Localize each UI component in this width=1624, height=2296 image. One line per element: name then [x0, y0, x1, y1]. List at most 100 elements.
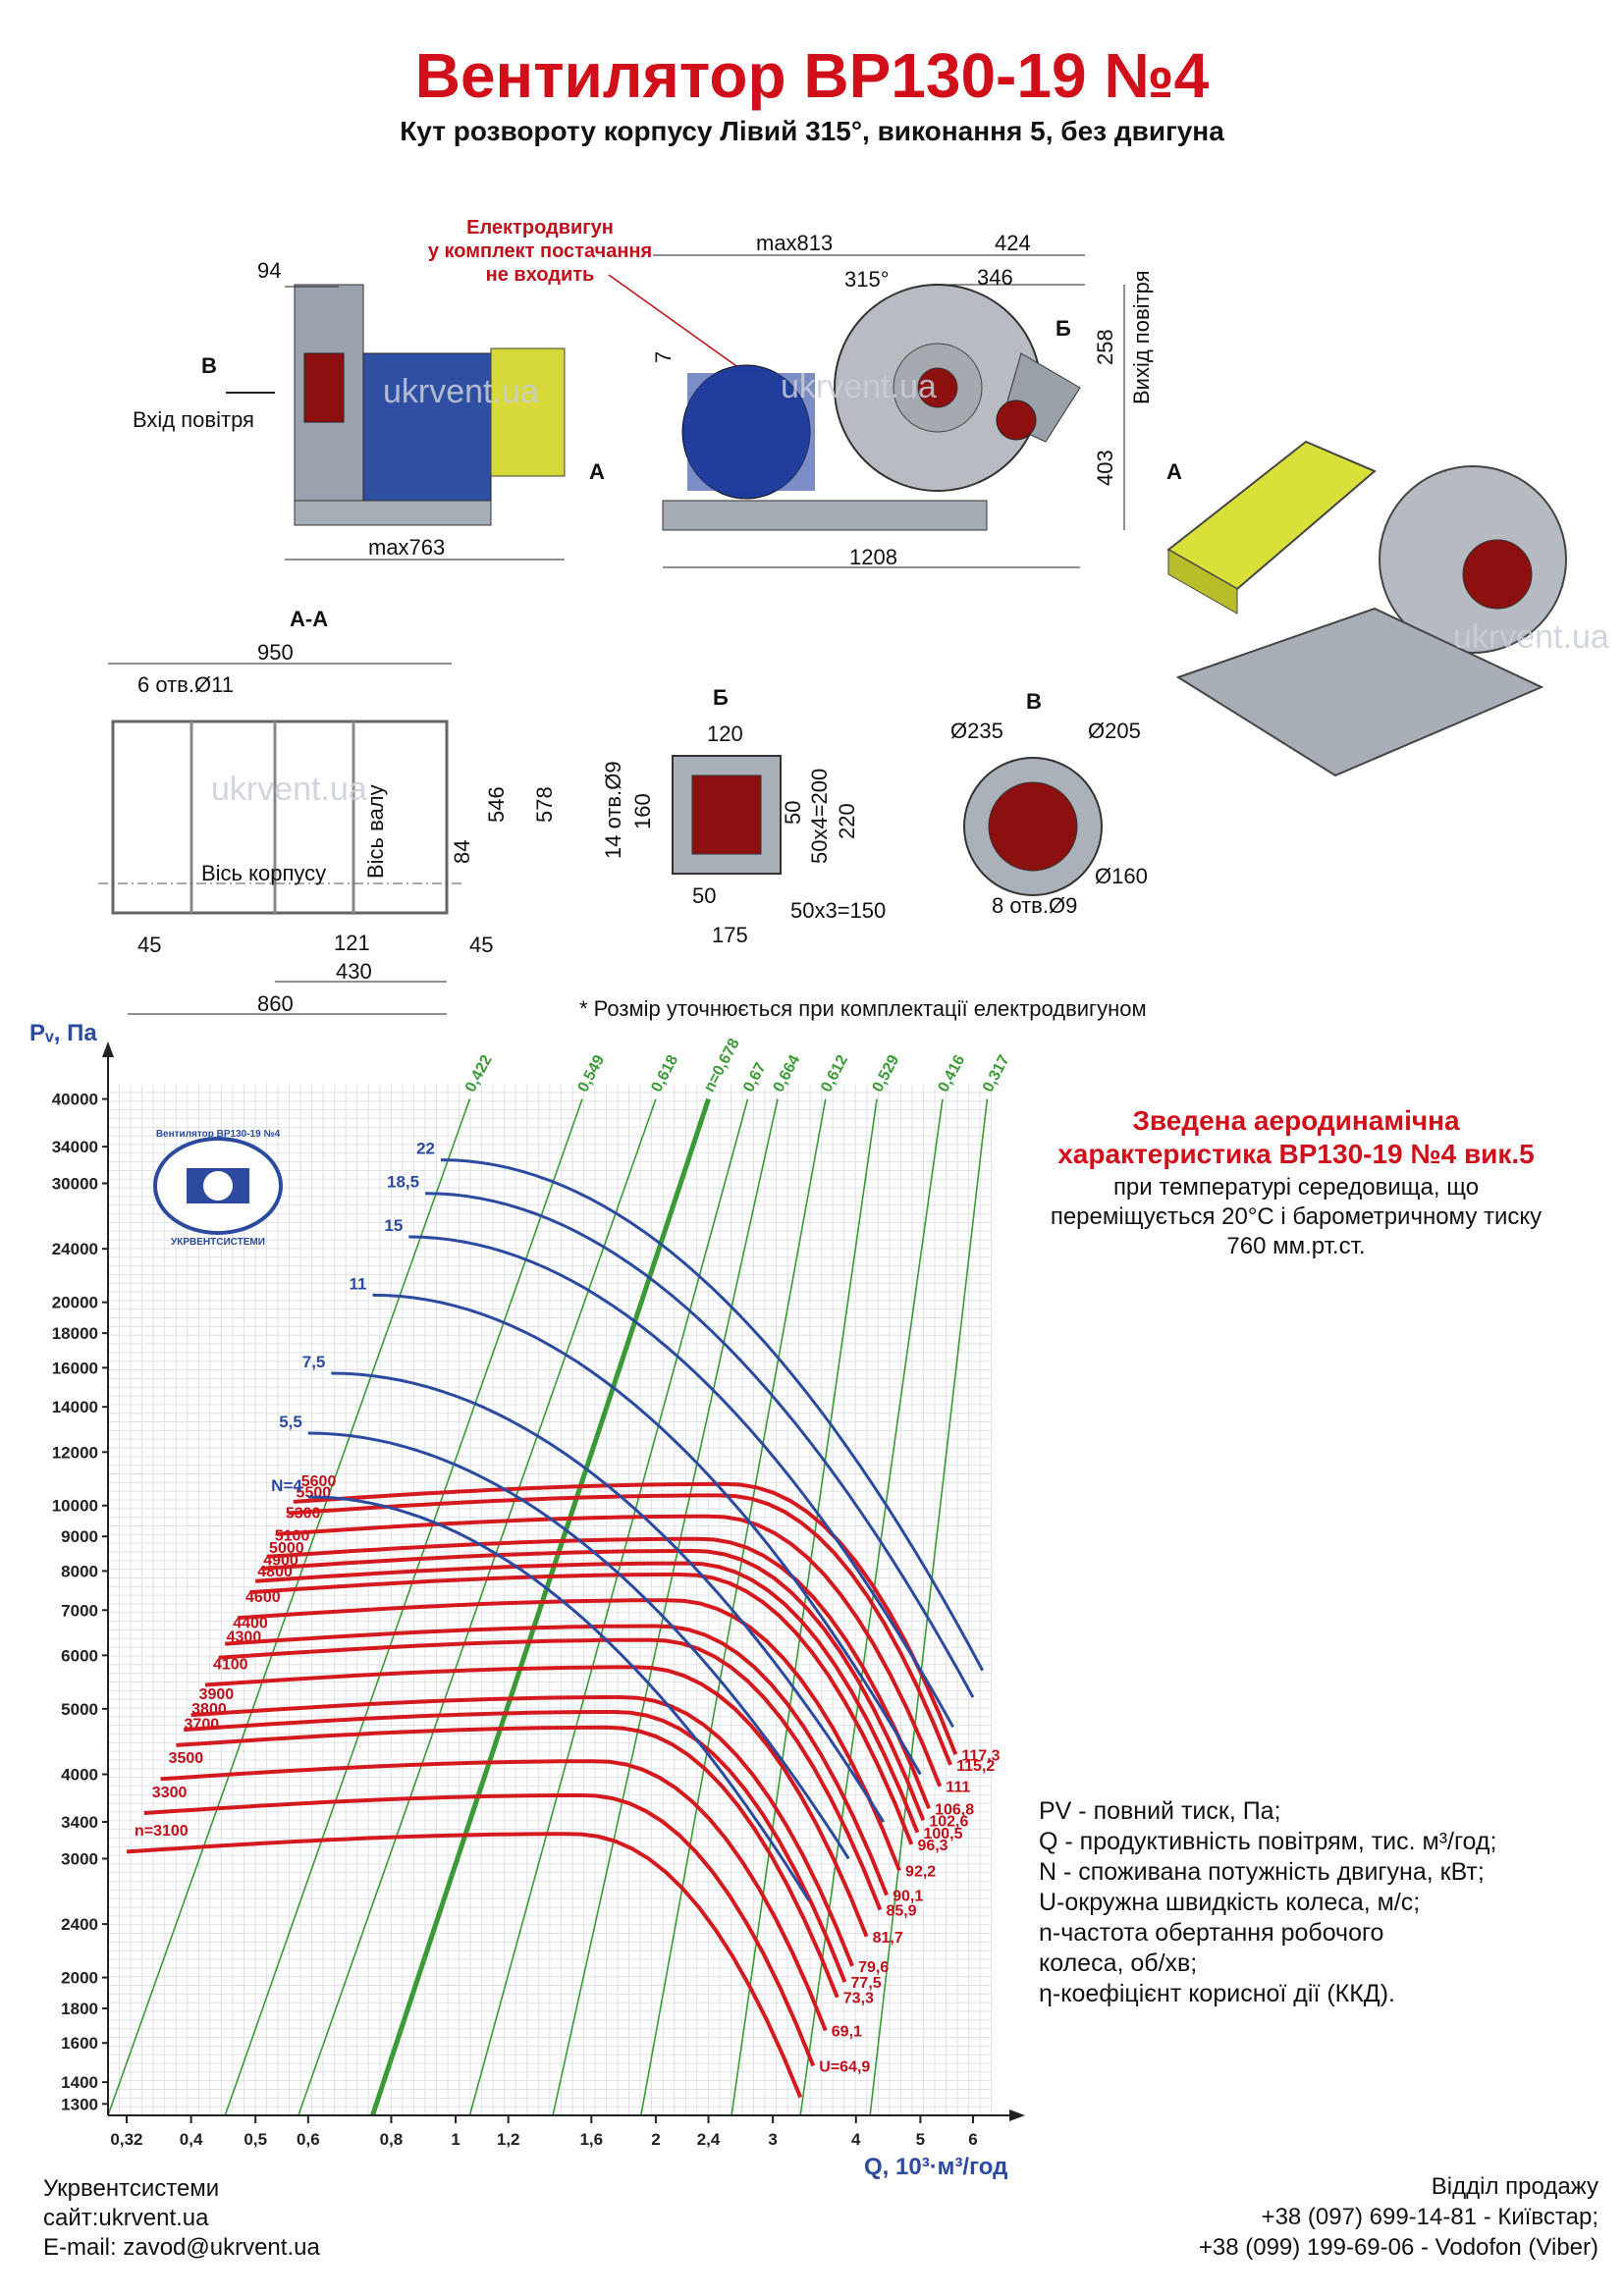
speed-curve: [160, 1759, 828, 2032]
efficiency-line: [107, 1098, 471, 2116]
power-label: 11: [349, 1274, 366, 1293]
y-tick-label: 1800: [61, 2000, 98, 2018]
power-curve: [440, 1158, 985, 1672]
y-tick-label: 3000: [61, 1849, 98, 1868]
x-tick-label: 5: [916, 2130, 925, 2149]
power-curve: [372, 1293, 922, 1776]
power-curve: [331, 1371, 886, 1823]
efficiency-line: [640, 1098, 827, 2116]
company-name: Укрвентсистеми: [43, 2175, 220, 2202]
legend-q: Q - продуктивність повітрям, тис. м³/год…: [1039, 1828, 1497, 1855]
label-a-left: А: [589, 459, 605, 484]
logo-text-bottom: УКРВЕНТСИСТЕМИ: [171, 1237, 265, 1248]
dim-546: 546: [484, 786, 509, 823]
front-watermark: ukrvent.ua: [781, 368, 937, 405]
speed-curve: [204, 1665, 869, 1938]
u-label: 111: [946, 1780, 970, 1796]
section-aa: А-А 950 ukrvent.ua 6 отв.Ø11 546 578 84 …: [98, 607, 557, 1016]
dim-7: 7: [651, 351, 676, 363]
power-label: 15: [384, 1216, 403, 1235]
flange-v-view: В Ø235 Ø205 Ø160 8 отв.Ø9: [950, 689, 1148, 918]
y-tick-label: 16000: [52, 1359, 98, 1377]
motor-note-2: у комплект постачання: [428, 240, 652, 262]
speed-label: 4100: [213, 1656, 248, 1673]
chart-title-line-2: характеристика ВР130-19 №4 вик.5: [1057, 1139, 1535, 1169]
dim-max763: max763: [368, 535, 445, 560]
dim-175: 175: [712, 923, 748, 947]
dim-45-right: 45: [469, 933, 493, 957]
inlet-text: Вхід повітря: [133, 407, 254, 432]
dim-578: 578: [532, 786, 557, 823]
y-tick-label: 6000: [61, 1646, 98, 1665]
speed-label: 5600: [301, 1473, 337, 1490]
efficiency-line: [298, 1098, 657, 2116]
side-view: ukrvent.ua 94 max763 В Вхід повітря: [133, 258, 566, 561]
x-tick-label: 1: [451, 2130, 460, 2149]
axis-body: Вісь корпусу: [201, 861, 326, 885]
u-label: 106,8: [935, 1801, 974, 1818]
x-tick-label: 4: [851, 2130, 861, 2149]
dim-120: 120: [707, 721, 743, 746]
speed-label: 3500: [169, 1750, 204, 1767]
label-a-right: А: [1166, 459, 1182, 484]
y-tick-label: 7000: [61, 1601, 98, 1620]
x-tick-label: 2: [651, 2130, 660, 2149]
y-tick-label: 14000: [52, 1398, 98, 1416]
speed-curve: [293, 1481, 958, 1756]
power-curve: [307, 1431, 850, 1860]
power-label: 7,5: [302, 1353, 326, 1371]
chart-grid: [107, 1085, 993, 2116]
holes-b: 14 отв.Ø9: [601, 761, 625, 859]
speed-curve: [176, 1725, 839, 1999]
dim-346: 346: [977, 265, 1013, 290]
u-label: U=64,9: [819, 2059, 870, 2076]
efficiency-line: [799, 1098, 944, 2116]
legend-rpm-2: колеса, об/хв;: [1039, 1949, 1198, 1977]
x-axis-arrow: [1009, 2109, 1025, 2121]
efficiency-label: n=0,678: [701, 1036, 743, 1095]
legend-rpm: n-частота обертання робочого: [1039, 1919, 1384, 1947]
y-tick-label: 24000: [52, 1240, 98, 1258]
speed-curve: [249, 1573, 914, 1845]
flange-b-view: Б 120 14 отв.Ø9 160 50 50x4=200 220 50 5…: [601, 685, 886, 947]
efficiency-line: [468, 1098, 749, 2116]
y-tick-label: 4000: [61, 1765, 98, 1784]
speed-curve: [218, 1637, 883, 1911]
legend: PV - повний тиск, Па; Q - продуктивність…: [1039, 1796, 1608, 2009]
speed-curve: [225, 1624, 889, 1896]
y-tick-label: 3400: [61, 1813, 98, 1832]
label-b-side: В: [201, 353, 217, 378]
efficiency-label: 0,416: [936, 1052, 969, 1095]
legend-u: U-окружна швидкість колеса, м/с;: [1039, 1889, 1421, 1916]
dim-258: 258: [1093, 329, 1117, 365]
dim-160: 160: [630, 793, 655, 829]
speed-curve: [126, 1832, 803, 2099]
u-label: 90,1: [893, 1889, 923, 1905]
footnote: * Розмір уточнюється при комплектації ел…: [579, 996, 1147, 1021]
u-label: 102,6: [929, 1813, 968, 1830]
y-tick-label: 8000: [61, 1562, 98, 1580]
efficiency-label: 0,529: [870, 1052, 903, 1095]
y-axis-label: Pᵥ, Па: [29, 1021, 97, 1046]
efficiency-label: 0,618: [648, 1052, 681, 1095]
efficiency-label: 0,612: [818, 1052, 851, 1095]
power-label: N=4: [271, 1476, 302, 1495]
dia-235: Ø235: [950, 719, 1003, 743]
company-site: сайт:ukrvent.ua: [43, 2205, 209, 2231]
front-view: ukrvent.ua max813 424 346 315° 7 258 403…: [589, 231, 1182, 569]
sales-phone-2: +38 (099) 199-69-06 - Vodofon (Viber): [1198, 2234, 1598, 2261]
holes-aa: 6 отв.Ø11: [137, 672, 234, 697]
chart-title-line-1: Зведена аеродинамічна: [1132, 1105, 1460, 1136]
sales-phone-1: +38 (097) 699-14-81 - Київстар;: [1261, 2204, 1598, 2230]
y-tick-label: 30000: [52, 1175, 98, 1194]
motor-note-3: не входить: [486, 264, 595, 286]
dim-220: 220: [835, 803, 859, 839]
y-tick-label: 2400: [61, 1915, 98, 1934]
fan-3d-view: ukrvent.ua: [1166, 440, 1609, 777]
y-tick-label: 34000: [52, 1138, 98, 1156]
power-curve: [307, 1495, 811, 1902]
speed-curve: [143, 1792, 816, 2067]
